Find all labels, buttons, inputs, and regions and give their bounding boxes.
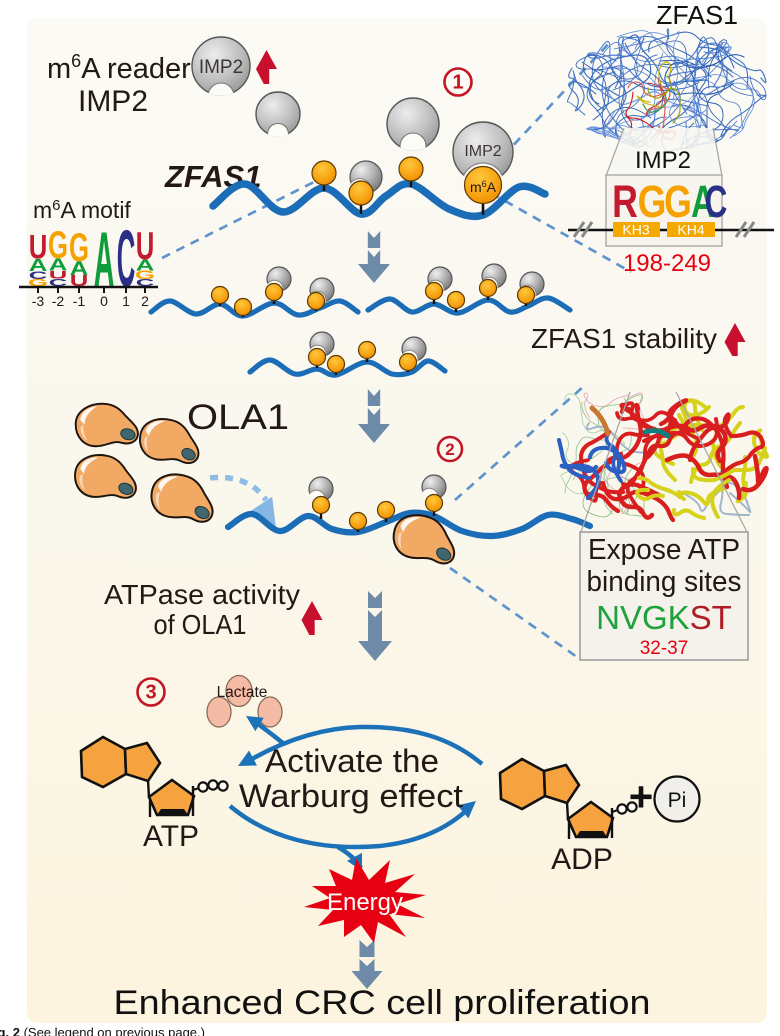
svg-text:NVGKST: NVGKST [596,599,732,636]
svg-text:3: 3 [145,681,156,703]
svg-text:m6A reader: m6A reader [47,51,191,85]
svg-text:Pi: Pi [668,789,687,812]
svg-text:G: G [664,176,692,227]
svg-text:32-37: 32-37 [640,638,689,659]
svg-text:A: A [94,217,115,303]
svg-text:Enhanced CRC cell proliferatio: Enhanced CRC cell proliferation [114,984,651,1022]
svg-text:G: G [28,277,48,288]
svg-text:OLA1: OLA1 [187,398,289,437]
svg-text:-3: -3 [32,293,45,309]
svg-text:A: A [49,255,68,275]
svg-text:G: G [135,269,155,282]
svg-text:G: G [69,225,89,270]
svg-text:-2: -2 [52,293,65,309]
svg-text:C: C [49,277,68,289]
svg-text:IMP2: IMP2 [635,147,691,174]
svg-text:A: A [70,257,89,279]
svg-text:U: U [49,269,68,281]
svg-text:KH4: KH4 [677,222,704,238]
svg-text:G: G [638,175,667,227]
svg-text:2: 2 [141,293,149,309]
svg-text:2: 2 [445,440,454,459]
svg-text:1: 1 [452,71,463,93]
svg-text:C: C [29,269,48,281]
svg-text:C: C [705,176,728,227]
svg-text:IMP2: IMP2 [464,143,501,160]
svg-text:ATPase activity: ATPase activity [104,579,300,610]
svg-text:of OLA1: of OLA1 [154,609,247,640]
svg-text:A: A [29,255,48,275]
svg-text:0: 0 [100,293,108,309]
svg-text:1: 1 [122,293,130,309]
svg-text:ZFAS1 stability: ZFAS1 stability [531,323,717,354]
svg-text:C: C [136,277,155,288]
svg-text:U: U [70,273,89,290]
svg-text:ADP: ADP [551,843,613,876]
svg-text:Warburg effect: Warburg effect [239,778,463,814]
svg-text:Expose ATP: Expose ATP [588,534,740,566]
svg-text:binding sites: binding sites [587,566,742,598]
svg-text:A: A [136,256,155,274]
svg-text:KH3: KH3 [622,222,649,238]
svg-text:m6A: m6A [470,179,497,195]
svg-text:R: R [612,176,638,227]
svg-text:C: C [117,213,136,303]
svg-text:Lactate: Lactate [217,684,268,701]
svg-text:U: U [29,228,48,267]
svg-text:Fig. 2 (See legend on previous: Fig. 2 (See legend on previous page.) [0,1025,205,1036]
svg-text:ZFAS1: ZFAS1 [656,0,738,30]
svg-text:IMP2: IMP2 [199,57,243,78]
svg-text:-1: -1 [73,293,86,309]
svg-text:198-249: 198-249 [623,250,711,277]
svg-text:Energy: Energy [327,889,403,916]
svg-text:G: G [48,223,68,267]
svg-text:+: + [629,773,654,820]
svg-text:ZFAS1: ZFAS1 [164,159,261,194]
svg-text:m6A motif: m6A motif [33,197,131,223]
svg-text:U: U [136,224,155,268]
svg-text:ATP: ATP [143,820,199,853]
svg-text:A: A [691,177,715,228]
svg-text:Activate the: Activate the [265,743,439,779]
svg-text:IMP2: IMP2 [78,85,148,118]
